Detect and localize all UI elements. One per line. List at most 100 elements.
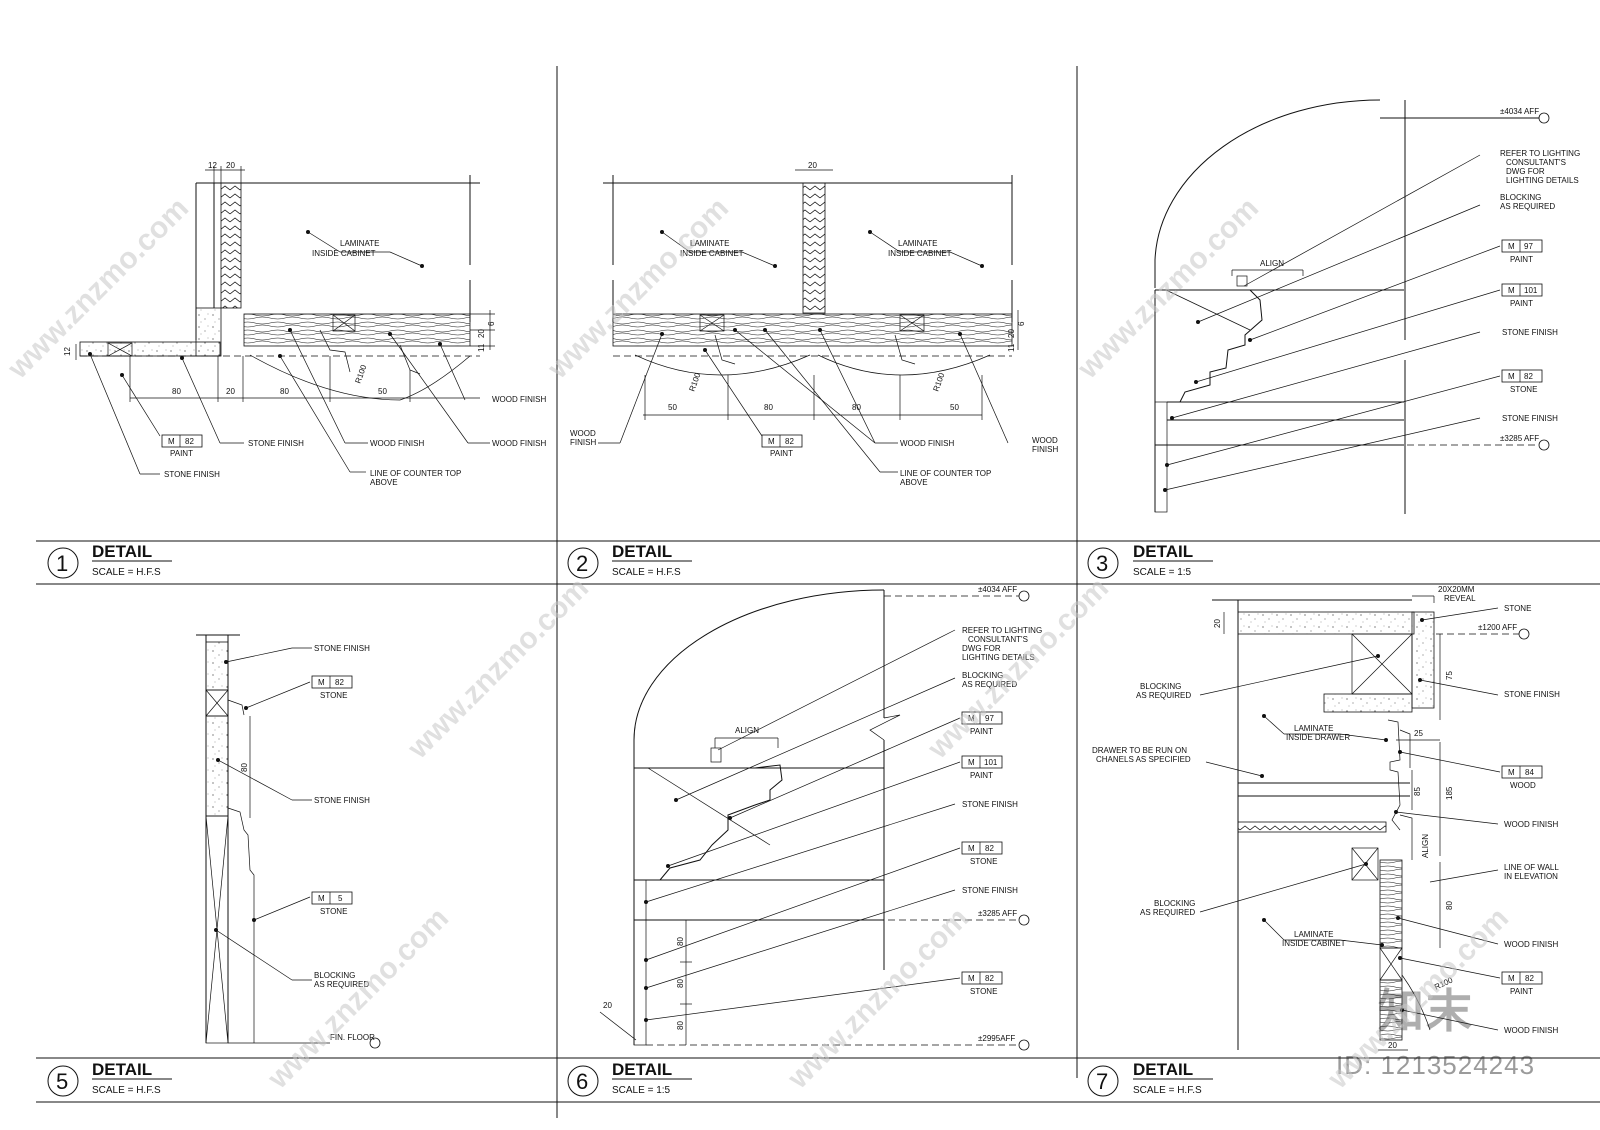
detail-5-drawing: 80 STONE FINISH M 82 STONE STONE FINISH … <box>196 634 381 1049</box>
detail-title: DETAIL <box>92 1060 152 1079</box>
note: LAMINATE <box>1294 724 1333 733</box>
dim-label: R100 <box>353 363 368 385</box>
tag-code: M <box>1508 242 1515 251</box>
dim-label: 20 <box>226 161 235 170</box>
note: LAMINATE <box>898 239 937 248</box>
tag-label: STONE <box>1510 385 1537 394</box>
detail-2-drawing: 20 50 80 80 50 R100 R100 20 6 11 LAMINAT… <box>570 161 1058 487</box>
tag-num: 101 <box>1524 286 1538 295</box>
dim-label: 11 <box>477 343 486 352</box>
note: STONE <box>1504 604 1531 613</box>
note: WOOD FINISH <box>492 395 546 404</box>
tag-label: WOOD <box>1510 781 1536 790</box>
tag-label: PAINT <box>770 449 793 458</box>
dim-label: 11 <box>1007 343 1016 352</box>
dim-label: 80 <box>676 979 685 988</box>
tag-num: 84 <box>1525 768 1534 777</box>
dim-label: 20 <box>1388 1041 1397 1050</box>
level-marker: ±2995AFF <box>978 1034 1015 1043</box>
tag-label: PAINT <box>1510 987 1533 996</box>
note: LINE OF WALL <box>1504 863 1559 872</box>
note: REFER TO LIGHTING <box>962 626 1042 635</box>
document-id: ID: 1213524243 <box>1336 1050 1536 1080</box>
note: INSIDE CABINET <box>888 249 952 258</box>
dim-label: 20 <box>1007 329 1016 338</box>
tag-num: 82 <box>1525 974 1534 983</box>
watermark-site: www.znzmo.com <box>261 902 455 1096</box>
tag-label: STONE <box>320 691 347 700</box>
note: REVEAL <box>1444 594 1476 603</box>
dim-label: 80 <box>240 763 249 772</box>
tag-num: 101 <box>984 758 998 767</box>
tag-num: 5 <box>338 894 343 903</box>
tag-num: 82 <box>185 437 194 446</box>
detail-1-drawing: 12 20 12 80 20 80 50 R100 20 6 11 LAMINA… <box>63 161 546 487</box>
note: STONE FINISH <box>1504 690 1560 699</box>
dim-label: 80 <box>1445 901 1454 910</box>
tag-num: 82 <box>985 974 994 983</box>
dim-label: 80 <box>764 403 773 412</box>
note: REFER TO LIGHTING <box>1500 149 1580 158</box>
dim-label: 20 <box>808 161 817 170</box>
note: FINISH <box>570 438 596 447</box>
tag-label: PAINT <box>970 771 993 780</box>
align-label: ALIGN <box>1260 259 1284 268</box>
note: BLOCKING <box>314 971 355 980</box>
note: AS REQUIRED <box>962 680 1017 689</box>
dim-label: 12 <box>208 161 217 170</box>
detail-title: DETAIL <box>612 1060 672 1079</box>
tag-code: M <box>968 714 975 723</box>
dim-label: 50 <box>668 403 677 412</box>
dim-label: 6 <box>487 321 496 326</box>
tag-code: M <box>1508 768 1515 777</box>
note: 20X20MM <box>1438 585 1475 594</box>
detail-title: DETAIL <box>92 542 152 561</box>
watermark-site: www.znzmo.com <box>921 572 1115 766</box>
level-marker: FIN. FLOOR <box>330 1033 375 1042</box>
note: AS REQUIRED <box>314 980 369 989</box>
note: CONSULTANT'S <box>1506 158 1566 167</box>
note: ABOVE <box>900 478 928 487</box>
tag-num: 97 <box>1524 242 1533 251</box>
title-block-6: 6 DETAIL SCALE = 1:5 <box>567 1060 692 1097</box>
detail-number: 3 <box>1096 551 1108 576</box>
note: LINE OF COUNTER TOP <box>370 469 461 478</box>
note: DRAWER TO BE RUN ON <box>1092 746 1187 755</box>
note: LIGHTING DETAILS <box>962 653 1035 662</box>
note: STONE FINISH <box>314 796 370 805</box>
detail-scale: SCALE = H.F.S <box>92 1085 161 1096</box>
detail-number: 1 <box>56 551 68 576</box>
tag-code: M <box>1508 974 1515 983</box>
dim-label: 20 <box>477 329 486 338</box>
note: IN ELEVATION <box>1504 872 1558 881</box>
detail-3-drawing: ALIGN ±4034 AFF ±3285 AFF REFER TO LIGHT… <box>1154 99 1580 514</box>
tag-label: PAINT <box>970 727 993 736</box>
note: STONE FINISH <box>164 470 220 479</box>
note: STONE FINISH <box>248 439 304 448</box>
title-block-7: 7 DETAIL SCALE = H.F.S <box>1087 1060 1213 1097</box>
note: CHANELS AS SPECIFIED <box>1096 755 1191 764</box>
tag-label: STONE <box>970 857 997 866</box>
note: INSIDE CABINET <box>680 249 744 258</box>
dim-label: R100 <box>931 371 946 393</box>
dim-label: R100 <box>687 371 702 393</box>
note: DWG FOR <box>962 644 1001 653</box>
title-block-1: 1 DETAIL SCALE = H.F.S <box>47 542 172 579</box>
note: LAMINATE <box>690 239 729 248</box>
detail-number: 5 <box>56 1069 68 1094</box>
align-label: ALIGN <box>735 726 759 735</box>
tag-code: M <box>1508 372 1515 381</box>
tag-label: PAINT <box>170 449 193 458</box>
detail-scale: SCALE = H.F.S <box>1133 1085 1202 1096</box>
tag-num: 82 <box>1524 372 1533 381</box>
tag-num: 82 <box>785 437 794 446</box>
tag-label: PAINT <box>1510 255 1533 264</box>
tag-code: M <box>168 437 175 446</box>
tag-label: STONE <box>320 907 347 916</box>
tag-code: M <box>768 437 775 446</box>
note: INSIDE DRAWER <box>1286 733 1350 742</box>
detail-number: 6 <box>576 1069 588 1094</box>
dim-label: 80 <box>280 387 289 396</box>
title-block-2: 2 DETAIL SCALE = H.F.S <box>567 542 692 579</box>
